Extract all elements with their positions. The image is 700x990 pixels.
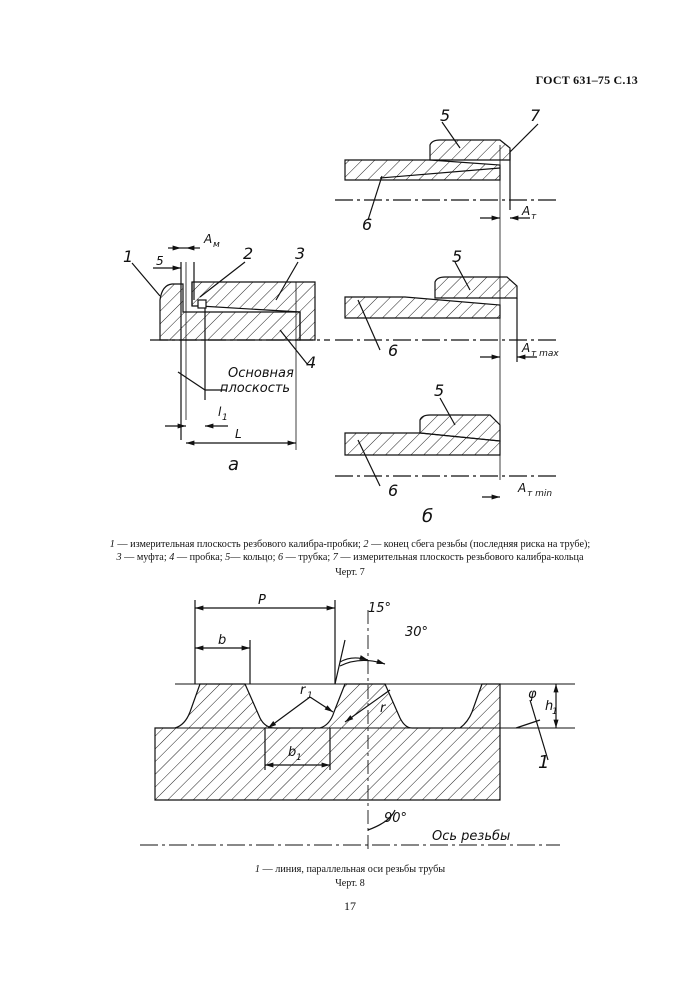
- fig7-b-bottom-drawing: [335, 397, 560, 500]
- fig8-dim-P: P: [258, 593, 266, 608]
- page-number: 17: [344, 899, 356, 913]
- fig7-labels: 1 2 3 4 5 A м Основная плоскость l 1 L а…: [123, 106, 559, 527]
- cap-t4: — пробка;: [174, 552, 226, 563]
- fig8-labels: P b b 1 r 1 r 15° 30° φ h 1 1 90° Ось ре…: [218, 593, 558, 844]
- fig8-dim-b1: b: [288, 745, 296, 760]
- fig8-axis-label: Ось резьбы: [432, 829, 510, 844]
- fig7-bot-label-6: 6: [388, 481, 398, 500]
- fig7-dim-at: A: [521, 204, 530, 218]
- fig7-label-1: 1: [123, 247, 133, 266]
- cap-t3: — муфта;: [121, 552, 170, 563]
- cap-t6: — трубка;: [283, 552, 333, 563]
- fig8-dim-h1: h: [545, 699, 553, 714]
- fig7-mid-label-5: 5: [452, 247, 462, 266]
- fig7-top-label-6: 6: [362, 215, 372, 234]
- fig7-dim-L: L: [235, 427, 242, 441]
- cap-n3: 3: [116, 552, 122, 563]
- fig7-bot-label-5: 5: [434, 381, 444, 400]
- cap8-t1: — линия, параллельная оси резьбы трубы: [259, 864, 446, 875]
- fig8-angle-15: 15°: [368, 601, 391, 616]
- fig8-drawing: [140, 600, 575, 850]
- fig7-a-drawing: [131, 245, 330, 450]
- fig7-dim-atmin: A: [517, 481, 526, 495]
- cap-t1: — измерительная плоскость резбового кали…: [114, 539, 364, 550]
- cap-t7: — измерительная плоскость резьбового кал…: [337, 552, 584, 563]
- fig8-angle-30: 30°: [405, 625, 428, 640]
- fig7-dim-atmax: A: [521, 341, 530, 355]
- fig7-chart-label: Черт. 7: [335, 567, 365, 578]
- cap-n5: 5: [225, 552, 231, 563]
- cap-t2: — конец сбега резьбы (последняя риска на…: [368, 539, 591, 550]
- fig7-label-ploskost: плоскость: [220, 381, 290, 396]
- fig8-phi: φ: [528, 687, 537, 702]
- cap-n4: 4: [169, 552, 175, 563]
- fig7-label-2: 2: [243, 244, 253, 263]
- fig8-dim-b: b: [218, 633, 226, 648]
- fig7-b-top-drawing: [335, 121, 560, 480]
- fig7-dim-am: A: [203, 232, 212, 246]
- fig8-caption: 1 — линия, параллельная оси резьбы трубы: [70, 863, 630, 876]
- fig7-top-label-7: 7: [530, 106, 541, 125]
- cap-n7: 7: [332, 552, 338, 563]
- fig8-label-1: 1: [538, 752, 549, 773]
- fig7-mid-label-6: 6: [388, 341, 398, 360]
- fig7-dim-5: 5: [156, 254, 164, 268]
- fig7-dim-l1: l: [218, 405, 222, 419]
- fig7-subfig-b: б: [422, 506, 433, 527]
- cap-n2: 2: [363, 539, 369, 550]
- fig7-dim-am-sub: м: [213, 240, 220, 250]
- fig8-dim-r1: r: [300, 683, 307, 698]
- fig8-dim-b1-sub: 1: [296, 753, 302, 763]
- fig7-caption: 1 — измерительная плоскость резбового ка…: [70, 538, 630, 564]
- cap-n6: 6: [277, 552, 284, 563]
- fig7-dim-l1-sub: 1: [222, 413, 228, 423]
- fig7-subfig-a: а: [228, 454, 239, 475]
- fig7-dim-atmin-sub: т min: [527, 489, 552, 499]
- fig7-label-3: 3: [295, 244, 305, 263]
- fig8-dim-h1-sub: 1: [552, 707, 558, 717]
- fig8-angle-90: 90°: [384, 811, 407, 826]
- fig8-dim-r1-sub: 1: [307, 691, 313, 701]
- cap-n1: 1: [109, 539, 115, 550]
- fig7-label-4: 4: [306, 353, 316, 372]
- fig8-chart-label: Черт. 8: [335, 878, 365, 889]
- fig7-b-middle-drawing: [335, 261, 560, 362]
- cap-t5: — кольцо;: [230, 552, 278, 563]
- cap8-n1: 1: [254, 864, 260, 875]
- fig7-dim-at-sub: т: [531, 212, 537, 222]
- fig8-dim-r: r: [380, 701, 387, 716]
- fig7-dim-atmax-sub: т max: [531, 349, 559, 359]
- page-header: ГОСТ 631–75 С.13: [535, 73, 638, 87]
- fig7-label-osnovnaya: Основная: [228, 366, 294, 381]
- fig7-top-label-5: 5: [440, 106, 450, 125]
